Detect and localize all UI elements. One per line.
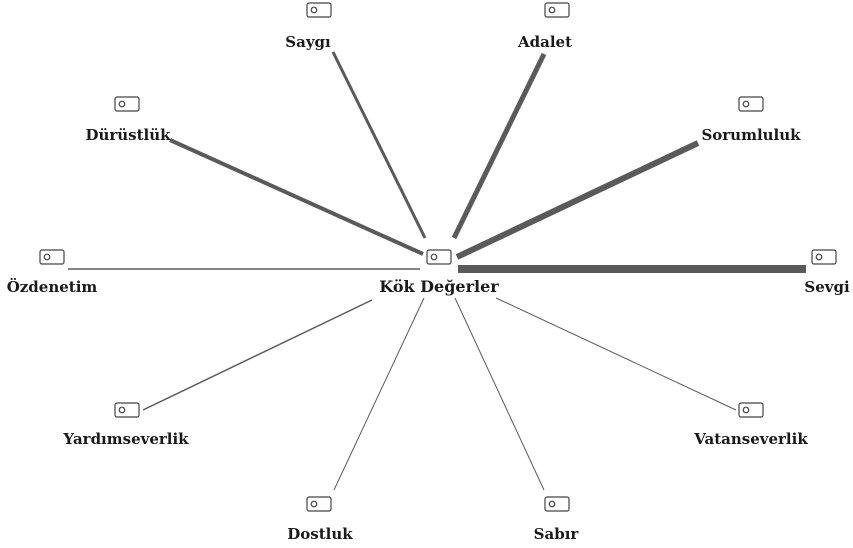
node-label-sevgi: Sevgi bbox=[804, 278, 850, 296]
edge-dostluk bbox=[333, 297, 425, 491]
node-label-dostluk: Dostluk bbox=[287, 525, 353, 543]
tag-icon bbox=[544, 496, 570, 512]
node-sevgi[interactable]: Sevgi bbox=[804, 249, 850, 296]
tag-icon bbox=[114, 96, 140, 112]
node-ozdenetim[interactable]: Özdenetim bbox=[7, 249, 98, 296]
node-label-sayg: Saygı bbox=[285, 33, 331, 51]
tag-icon bbox=[738, 402, 764, 418]
hub-label: Kök Değerler bbox=[379, 277, 499, 296]
node-vatanseverlik[interactable]: Vatanseverlik bbox=[693, 402, 808, 448]
node-label-sabir: Sabır bbox=[534, 525, 580, 543]
edge-yardimseverlik bbox=[142, 299, 373, 411]
edges bbox=[68, 51, 806, 491]
node-sayg[interactable]: Saygı bbox=[285, 2, 332, 51]
node-label-vatanseverlik: Vatanseverlik bbox=[693, 430, 808, 448]
tag-icon bbox=[39, 249, 65, 265]
hub-node[interactable]: Kök Değerler bbox=[379, 249, 499, 296]
node-label-adalet: Adalet bbox=[517, 33, 572, 51]
tag-icon bbox=[114, 402, 140, 418]
edge-sabir bbox=[454, 297, 545, 491]
node-sabir[interactable]: Sabır bbox=[534, 496, 580, 543]
node-yardimseverlik[interactable]: Yardımseverlik bbox=[62, 402, 189, 448]
node-sorumluluk[interactable]: Sorumluluk bbox=[701, 96, 801, 144]
edge-vatanseverlik bbox=[495, 297, 737, 411]
edge-durustluk bbox=[169, 138, 424, 256]
node-durustluk[interactable]: Dürüstlük bbox=[85, 96, 171, 144]
edge-adalet bbox=[451, 52, 547, 240]
node-label-yardimseverlik: Yardımseverlik bbox=[62, 430, 189, 448]
tag-icon bbox=[544, 2, 570, 18]
nodes: Saygı AdaletSorumlulukSevgiVatanseverlikS… bbox=[7, 2, 850, 543]
node-label-sorumluluk: Sorumluluk bbox=[701, 126, 801, 144]
tag-icon bbox=[306, 496, 332, 512]
node-adalet[interactable]: Adalet bbox=[517, 2, 572, 51]
tag-icon bbox=[811, 249, 837, 265]
edge-sayg bbox=[331, 51, 427, 239]
tag-icon bbox=[426, 249, 452, 265]
tag-icon bbox=[738, 96, 764, 112]
edge-sorumluluk bbox=[455, 140, 700, 260]
node-label-ozdenetim: Özdenetim bbox=[7, 277, 98, 296]
node-dostluk[interactable]: Dostluk bbox=[287, 496, 353, 543]
node-label-durustluk: Dürüstlük bbox=[85, 126, 171, 144]
tag-icon bbox=[306, 2, 332, 18]
